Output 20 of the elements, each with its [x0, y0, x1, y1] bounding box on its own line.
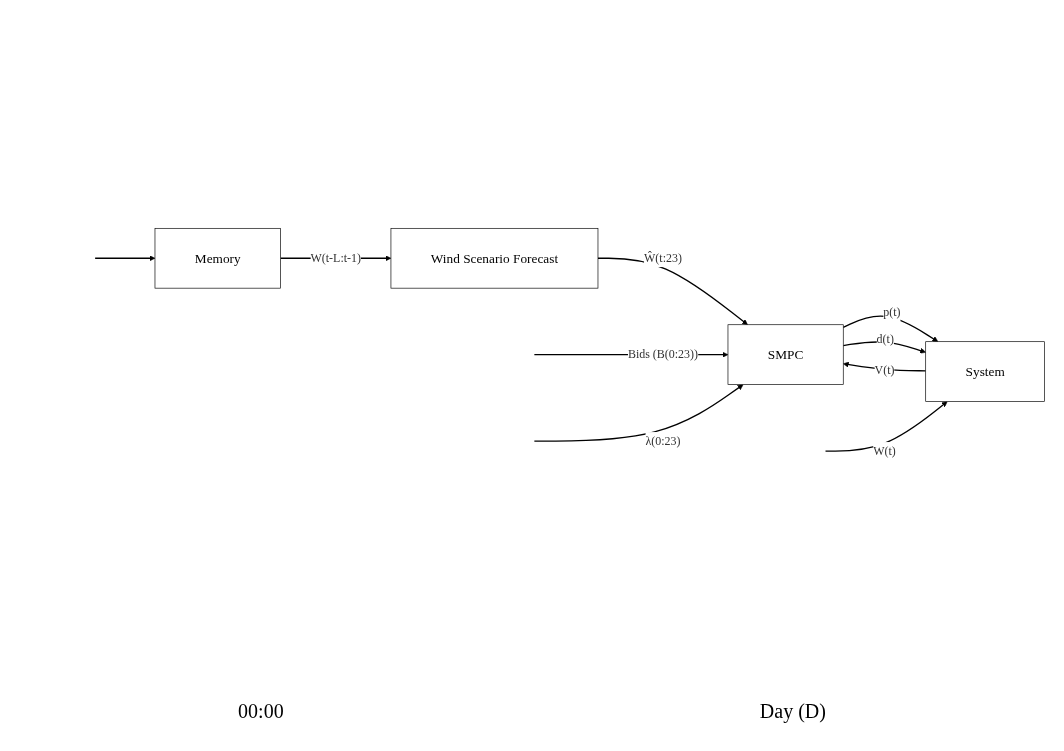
arrow [94, 255, 156, 262]
edge-label: p(t) [883, 305, 901, 320]
edge-label: Bids (B(0:23)) [627, 348, 699, 362]
edge-label: λ(0:23) [645, 434, 681, 448]
edge-label: W(t) [873, 444, 896, 458]
arrow [533, 384, 744, 443]
arrow [824, 401, 948, 453]
edge-label: V(t) [874, 363, 895, 377]
arrow [842, 315, 939, 343]
arrow [597, 257, 748, 326]
node-box: SMPC [727, 324, 844, 386]
edge-label: d(t) [876, 332, 894, 346]
edge-label: Ŵ(t:23) [644, 251, 682, 265]
note-label: 00:00 [238, 700, 284, 723]
arrow [842, 341, 926, 354]
node-box: Wind Scenario Forecast [390, 228, 599, 289]
node-box: System [925, 341, 1045, 403]
note-label: Day (D) [759, 700, 826, 723]
edge-label: W(t-L:t-1) [310, 251, 362, 265]
node-box: Memory [154, 228, 281, 289]
